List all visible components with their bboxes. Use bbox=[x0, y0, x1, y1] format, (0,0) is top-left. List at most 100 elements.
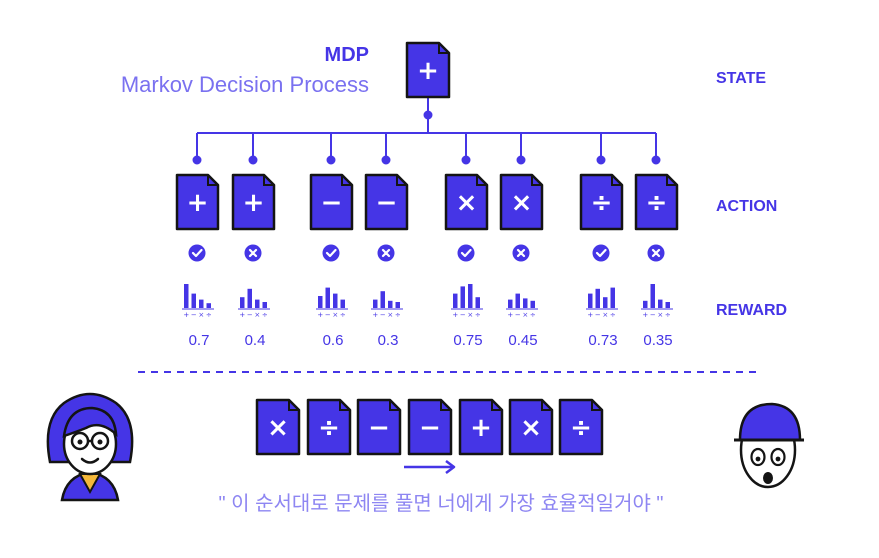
card-symbol: × bbox=[456, 188, 478, 218]
reward-bar bbox=[603, 297, 608, 308]
reward-value: 0.6 bbox=[323, 332, 344, 349]
reward-bar bbox=[247, 288, 252, 308]
action-sequence: ×÷−−+×÷ bbox=[255, 398, 604, 456]
bar-axis-label: ÷ bbox=[340, 311, 346, 319]
reward-bar bbox=[255, 299, 260, 308]
row-label-action: ACTION bbox=[716, 198, 777, 215]
caption-quote: " 이 순서대로 문제를 풀면 너에게 가장 효율적일거야 " bbox=[218, 492, 663, 515]
reward-bar bbox=[475, 297, 480, 308]
state-card: + bbox=[405, 41, 451, 99]
bar-axis-label: + bbox=[587, 311, 593, 319]
bar-axis-label: × bbox=[602, 311, 608, 319]
reward-bar bbox=[453, 293, 458, 308]
reward-bar bbox=[191, 293, 196, 308]
reward-bar bbox=[380, 291, 385, 308]
reward-bar bbox=[373, 299, 378, 308]
bar-axis-label: × bbox=[198, 311, 204, 319]
bar-axis-label: ÷ bbox=[395, 311, 401, 319]
card-symbol: ÷ bbox=[318, 413, 340, 443]
reward-bar bbox=[515, 293, 520, 308]
action-row: ++−×÷0.7++−×÷0.4−+−×÷0.6−+−×÷0.3×+−×÷0.7… bbox=[175, 173, 679, 349]
bar-axis-label: + bbox=[372, 311, 378, 319]
state-card-plus: + bbox=[405, 41, 451, 99]
card-symbol: − bbox=[376, 188, 398, 218]
reward-bar bbox=[388, 300, 393, 308]
reward-bar bbox=[184, 284, 189, 308]
bar-axis-label: − bbox=[191, 311, 197, 319]
card-symbol: ÷ bbox=[591, 188, 613, 218]
bar-axis-label: ÷ bbox=[610, 311, 616, 319]
card-symbol: − bbox=[419, 413, 441, 443]
reward-bar bbox=[206, 303, 211, 308]
reward-value: 0.35 bbox=[643, 332, 672, 349]
bar-axis-label: ÷ bbox=[665, 311, 671, 319]
reward-value: 0.45 bbox=[508, 332, 537, 349]
bar-axis-label: ÷ bbox=[206, 311, 212, 319]
reward-bar bbox=[395, 302, 400, 308]
bar-axis-label: + bbox=[317, 311, 323, 319]
reward-value: 0.75 bbox=[453, 332, 482, 349]
reward-value: 0.73 bbox=[588, 332, 617, 349]
row-label-state: STATE bbox=[716, 70, 766, 87]
row-label-reward: REWARD bbox=[716, 302, 787, 319]
bar-axis-label: − bbox=[247, 311, 253, 319]
bar-axis-label: + bbox=[507, 311, 513, 319]
action-card: ÷ bbox=[634, 173, 679, 231]
sequence-card: − bbox=[356, 398, 402, 456]
bar-axis-label: ÷ bbox=[262, 311, 268, 319]
card-symbol: × bbox=[511, 188, 533, 218]
reward-bar-chart: +−×÷ bbox=[586, 287, 618, 319]
card-symbol: ÷ bbox=[646, 188, 668, 218]
action-column: ÷+−×÷0.35 bbox=[634, 173, 679, 349]
check-icon bbox=[188, 244, 206, 262]
bar-axis-label: ÷ bbox=[530, 311, 536, 319]
reward-value: 0.7 bbox=[189, 332, 210, 349]
action-column: −+−×÷0.6 bbox=[309, 173, 354, 349]
reward-bar bbox=[333, 293, 338, 308]
x-icon bbox=[377, 244, 395, 262]
card-symbol: × bbox=[520, 413, 542, 443]
sequence-card: − bbox=[407, 398, 453, 456]
reward-bar-chart: +−×÷ bbox=[238, 288, 270, 319]
reward-value: 0.4 bbox=[245, 332, 266, 349]
reward-bar bbox=[340, 299, 345, 308]
node-dot bbox=[461, 155, 471, 165]
reward-bar bbox=[588, 293, 593, 308]
bar-axis-label: − bbox=[380, 311, 386, 319]
bar-axis-label: × bbox=[467, 311, 473, 319]
node-dot bbox=[381, 155, 391, 165]
reward-bar-chart: +−×÷ bbox=[641, 284, 673, 319]
sequence-card: × bbox=[508, 398, 554, 456]
check-icon bbox=[592, 244, 610, 262]
node-dot bbox=[326, 155, 336, 165]
reward-bar bbox=[658, 299, 663, 308]
action-column: −+−×÷0.3 bbox=[364, 173, 409, 349]
bar-axis-label: × bbox=[254, 311, 260, 319]
action-card: ÷ bbox=[579, 173, 624, 231]
action-card: + bbox=[231, 173, 276, 231]
reward-bar bbox=[610, 287, 615, 308]
reward-bar-chart: +−×÷ bbox=[182, 284, 214, 319]
card-symbol: − bbox=[368, 413, 390, 443]
reward-bar bbox=[318, 296, 323, 308]
node-dot bbox=[516, 155, 526, 165]
bar-axis-label: + bbox=[452, 311, 458, 319]
bar-axis-label: × bbox=[387, 311, 393, 319]
node-dot bbox=[192, 155, 202, 165]
reward-bar bbox=[240, 297, 245, 308]
reward-bar-chart: +−×÷ bbox=[506, 293, 538, 319]
node-dot bbox=[423, 110, 433, 120]
node-dot bbox=[248, 155, 258, 165]
action-column: ×+−×÷0.75 bbox=[444, 173, 489, 349]
reward-bar-chart: +−×÷ bbox=[371, 291, 403, 319]
reward-value: 0.3 bbox=[378, 332, 399, 349]
action-card: − bbox=[309, 173, 354, 231]
reward-bar bbox=[530, 300, 535, 308]
node-dot bbox=[596, 155, 606, 165]
card-symbol: + bbox=[187, 188, 209, 218]
x-icon bbox=[512, 244, 530, 262]
reward-bar-chart: +−×÷ bbox=[451, 284, 483, 319]
reward-bar bbox=[523, 298, 528, 308]
reward-bar bbox=[460, 286, 465, 308]
card-symbol: + bbox=[417, 56, 439, 86]
